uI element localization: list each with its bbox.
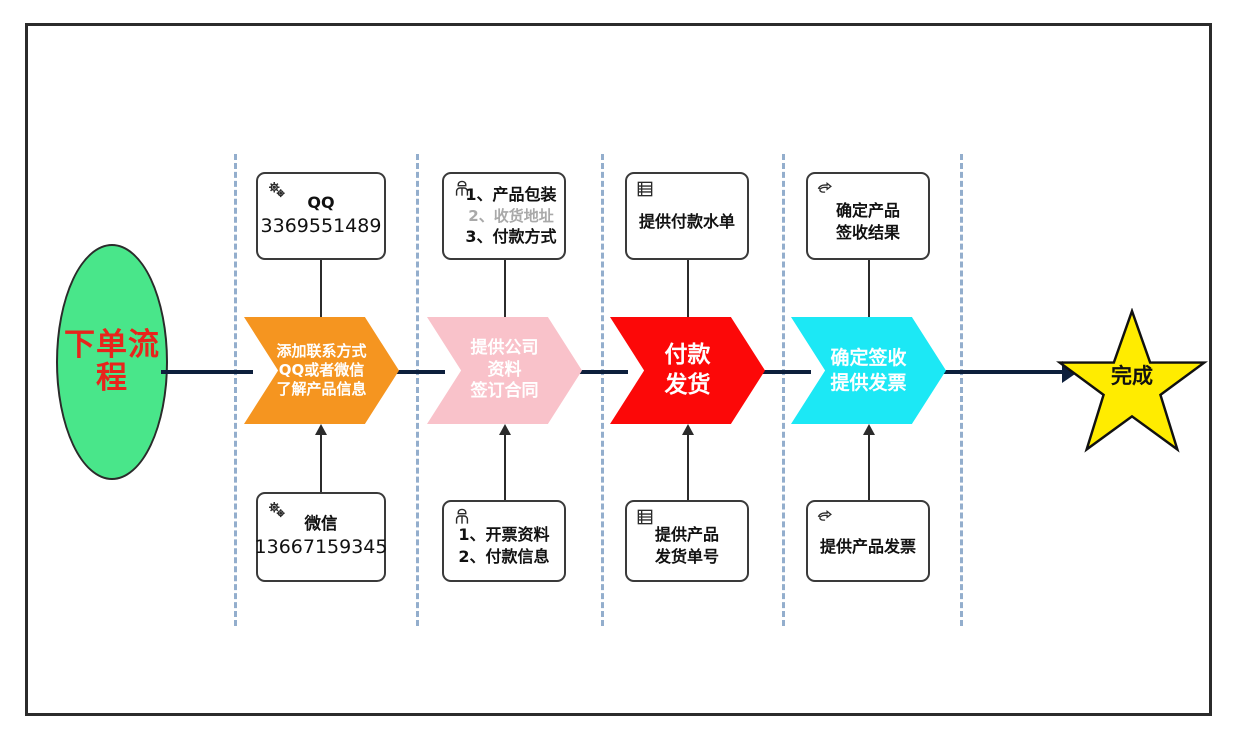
note-line: 1、开票资料 xyxy=(458,525,550,545)
pointing-hand-icon xyxy=(816,179,840,203)
note-stage4-top[interactable]: 确定产品 签收结果 xyxy=(806,172,930,260)
connector-stage4-to-end xyxy=(928,370,1062,374)
connector-note-to-chevron-2-top xyxy=(504,260,506,334)
note-line: 提供产品 xyxy=(654,525,719,545)
stage-chevron-1[interactable]: 添加联系方式 QQ或者微信 了解产品信息 xyxy=(244,317,399,424)
note-line: 发货单号 xyxy=(654,547,719,566)
chevron-line: QQ或者微信 xyxy=(278,360,365,379)
start-node[interactable]: 下单流程 xyxy=(56,244,168,480)
note-line: 3369551489 xyxy=(260,214,382,237)
connector-stage2-to-stage3 xyxy=(563,370,628,374)
connector-stage1-to-stage2 xyxy=(380,370,445,374)
chevron-line: 付款 xyxy=(664,342,711,369)
connector-note-to-chevron-3-top xyxy=(687,260,689,334)
stage-chevron-4[interactable]: 确定签收 提供发票 xyxy=(791,317,946,424)
end-node-label: 完成 xyxy=(1111,364,1153,389)
list-icon xyxy=(635,507,659,531)
end-node[interactable]: 完成 xyxy=(1055,308,1209,454)
note-line: 2、收货地址 xyxy=(468,206,554,225)
note-line: 3、付款方式 xyxy=(465,227,557,247)
chevron-line: 发货 xyxy=(664,371,711,398)
connector-note-to-chevron-1-bottom xyxy=(320,426,322,498)
note-line: 微信 xyxy=(304,514,338,534)
list-icon xyxy=(635,179,659,203)
note-stage3-top[interactable]: 提供付款水单 xyxy=(625,172,749,260)
stage-divider-3 xyxy=(601,154,604,626)
note-line: 提供产品发票 xyxy=(819,537,916,557)
stage-divider-2 xyxy=(416,154,419,626)
note-line: 2、付款信息 xyxy=(458,547,550,566)
connector-note-to-chevron-3-bottom xyxy=(687,426,689,504)
note-line: QQ xyxy=(307,193,335,213)
chevron-line: 提供公司 xyxy=(470,337,539,358)
connector-arrowhead-up-4 xyxy=(863,424,875,435)
stage-divider-1 xyxy=(234,154,237,626)
diagram-frame: 下单流程 QQ 3369551489 xyxy=(25,23,1212,716)
stage-divider-4 xyxy=(782,154,785,626)
connector-arrowhead-up-3 xyxy=(682,424,694,435)
gears-icon xyxy=(266,499,290,523)
connector-arrowhead-up-2 xyxy=(499,424,511,435)
stage-chevron-2[interactable]: 提供公司 资料 签订合同 xyxy=(427,317,582,424)
note-line: 13667159345 xyxy=(254,536,388,559)
stage-chevron-3[interactable]: 付款 发货 xyxy=(610,317,765,424)
note-stage4-bottom[interactable]: 提供产品发票 xyxy=(806,500,930,582)
note-stage2-bottom[interactable]: 1、开票资料 2、付款信息 xyxy=(442,500,566,582)
stage-divider-5 xyxy=(960,154,963,626)
note-stage1-top[interactable]: QQ 3369551489 xyxy=(256,172,386,260)
gears-icon xyxy=(266,179,290,203)
chevron-line: 添加联系方式 xyxy=(276,341,367,360)
connector-note-to-chevron-2-bottom xyxy=(504,426,506,504)
person-icon xyxy=(452,507,476,531)
note-line: 提供付款水单 xyxy=(638,212,735,232)
chevron-line: 提供发票 xyxy=(830,371,907,394)
note-line: 1、产品包装 xyxy=(465,185,557,205)
chevron-line: 资料 xyxy=(487,359,522,380)
chevron-line: 确定签收 xyxy=(830,347,907,370)
connector-arrowhead-up-1 xyxy=(315,424,327,435)
connector-stage3-to-stage4 xyxy=(746,370,811,374)
star-shape xyxy=(1056,308,1208,453)
start-node-label: 下单流程 xyxy=(64,327,160,396)
connector-note-to-chevron-4-bottom xyxy=(868,426,870,504)
note-stage3-bottom[interactable]: 提供产品 发货单号 xyxy=(625,500,749,582)
note-line: 签收结果 xyxy=(835,223,900,242)
pointing-hand-icon xyxy=(816,507,840,531)
person-icon xyxy=(452,179,476,203)
note-stage2-top[interactable]: 1、产品包装 2、收货地址 3、付款方式 xyxy=(442,172,566,260)
connector-note-to-chevron-4-top xyxy=(868,260,870,334)
chevron-line: 签订合同 xyxy=(470,381,539,402)
note-line: 确定产品 xyxy=(835,201,900,221)
note-stage1-bottom[interactable]: 微信 13667159345 xyxy=(254,492,388,582)
connector-note-to-chevron-1-top xyxy=(320,260,322,334)
connector-start-to-stage1 xyxy=(161,370,253,374)
chevron-line: 了解产品信息 xyxy=(276,380,367,399)
